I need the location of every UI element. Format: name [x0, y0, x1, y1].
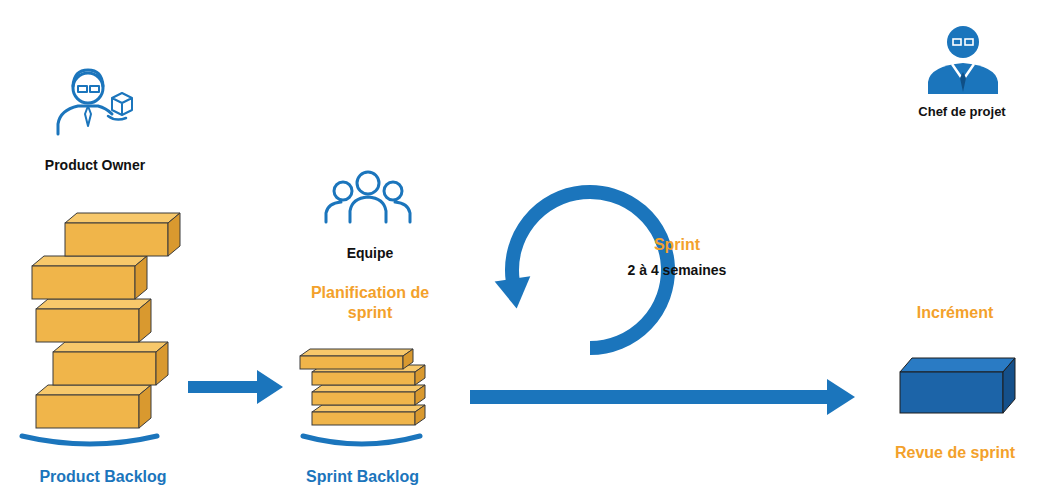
head: [947, 26, 979, 58]
box-side: [1003, 358, 1015, 413]
person: [357, 172, 379, 194]
step-label: Planification de sprint: [295, 283, 445, 323]
box-top: [900, 358, 1015, 372]
node-title: Sprint: [654, 235, 700, 255]
tie: [960, 72, 966, 92]
box-front: [900, 372, 1003, 413]
person: [334, 182, 352, 200]
role-label-box: Equipe: [310, 244, 430, 262]
body: [928, 63, 998, 94]
node-subtitle: Revue de sprint: [895, 443, 1015, 463]
arrowhead: [257, 370, 283, 404]
sprint-stack: [300, 349, 425, 425]
glasses: [953, 39, 961, 45]
person: [395, 202, 410, 222]
arrow-shaft: [470, 390, 829, 404]
increment: IncrémentRevue de sprint: [880, 303, 1030, 463]
glasses: [78, 86, 87, 92]
manager-icon: [928, 26, 998, 94]
role-label-box: Chef de projet: [902, 103, 1022, 120]
shoulders: [58, 106, 112, 134]
role-label: Equipe: [310, 244, 430, 262]
node-subtitle: 2 à 4 semaines: [628, 261, 727, 279]
loop-arrowhead: [495, 276, 531, 308]
hand: [108, 116, 126, 120]
backlog-box: [53, 342, 168, 385]
person: [384, 182, 402, 200]
bracket: [22, 436, 157, 444]
hair: [73, 70, 103, 86]
product-backlog: Product Backlog: [18, 200, 188, 490]
tie: [85, 106, 91, 126]
node-title: Product Backlog: [39, 467, 166, 487]
node-title: Sprint Backlog: [306, 467, 419, 487]
sprint-box: [312, 385, 425, 405]
backlog-box: [36, 299, 151, 342]
glasses: [90, 86, 99, 92]
flow-arrow: [470, 379, 855, 415]
arrow-shaft: [188, 381, 259, 393]
team-icon: [326, 172, 410, 222]
backlog-box: [32, 256, 147, 299]
flow-arrow: [188, 370, 283, 404]
role-label: Product Owner: [20, 156, 170, 174]
increment-box: [900, 358, 1015, 413]
glasses: [965, 39, 973, 45]
sprint-box: [312, 405, 425, 425]
role-label-box: Product Owner: [20, 156, 170, 174]
role-label: Chef de projet: [902, 103, 1022, 120]
bracket: [303, 436, 420, 444]
node-title: Incrément: [917, 303, 993, 323]
backlog-stack: [32, 213, 180, 428]
step-label-box: Planification de sprint: [295, 283, 445, 323]
arrowhead: [827, 379, 855, 415]
backlog-box: [65, 213, 180, 256]
head: [73, 73, 103, 103]
person: [326, 202, 341, 222]
sprint-box: [300, 349, 413, 369]
person: [350, 197, 386, 222]
backlog-box: [36, 385, 151, 428]
owner-icon: [58, 70, 132, 134]
sprint-loop: Sprint 2 à 4 semaines: [505, 125, 779, 399]
cube: [112, 93, 132, 115]
sprint-backlog: Sprint Backlog: [295, 340, 430, 490]
